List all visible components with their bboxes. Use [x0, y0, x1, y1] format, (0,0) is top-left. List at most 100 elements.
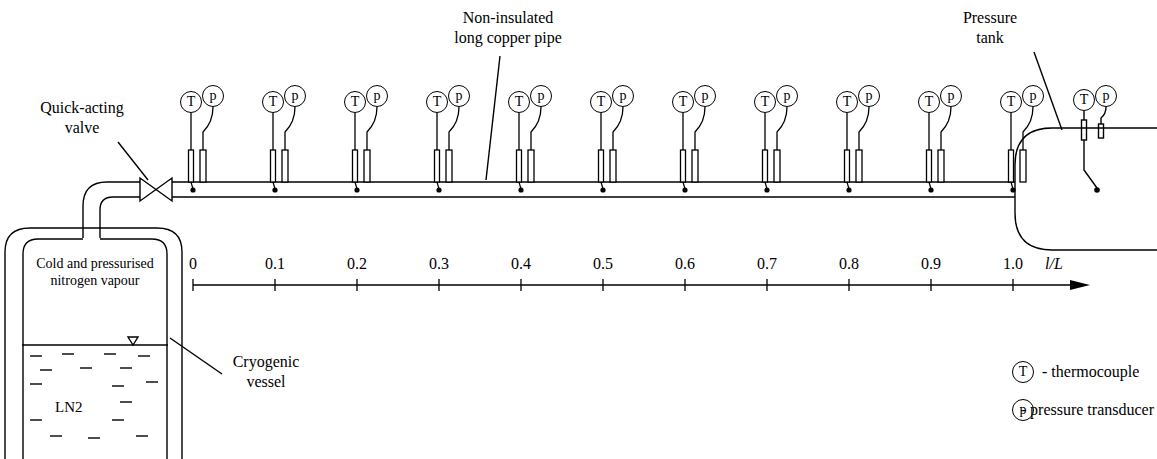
thermocouple-stem — [682, 113, 683, 150]
thermocouple-stem — [435, 150, 440, 182]
drawing-strokes — [5, 52, 1157, 459]
sensor-dot — [1094, 187, 1100, 193]
liquid-dashes — [138, 355, 150, 356]
level-mark — [128, 337, 138, 345]
sensor-letter: p — [456, 89, 463, 103]
thermocouple-stem — [764, 113, 765, 150]
scale-tick — [930, 279, 931, 291]
sensor-circle: T — [508, 91, 530, 113]
liquid-dashes — [40, 369, 52, 370]
thermocouple-stem — [189, 150, 194, 182]
sensor-stem — [1083, 111, 1084, 120]
transducer-stem — [777, 107, 787, 150]
thermocouple-stem — [272, 113, 273, 150]
scale-tick — [766, 279, 767, 291]
copper-pipe — [172, 196, 1015, 197]
sensor-circle: p — [448, 85, 470, 107]
liquid-dashes — [80, 367, 92, 368]
cryogenic-vessel: Cold and pressurised nitrogen vapourLN2 — [22, 238, 168, 459]
sensor-dot — [682, 187, 687, 192]
sensor-letter: p — [784, 89, 791, 103]
sensor-dot — [928, 187, 933, 192]
scale-value: 0 — [189, 254, 197, 274]
valve-symbol — [140, 178, 172, 201]
sensor-circle: T — [672, 91, 694, 113]
sensor-circle: T — [1000, 91, 1022, 113]
thermocouple-stem — [190, 113, 191, 150]
feed-pipe — [100, 197, 140, 238]
scale-value: 0.3 — [429, 254, 449, 274]
leader-line — [486, 56, 500, 180]
thermocouple-stem — [846, 113, 847, 150]
axis-arrowhead — [1070, 280, 1090, 290]
sensor-letter: T — [433, 95, 442, 109]
scale-axis — [193, 284, 1078, 285]
scale-tick — [520, 279, 521, 291]
sensor-letter: p — [538, 89, 545, 103]
thermocouple-stem — [518, 113, 519, 150]
transducer-stem — [692, 150, 698, 182]
thermocouple-stem — [354, 113, 355, 150]
transducer-stem — [938, 150, 944, 182]
scale-value: 0.2 — [347, 254, 367, 274]
scale-value: 0.9 — [921, 254, 941, 274]
sensor-letter: p — [702, 89, 709, 103]
transducer-stem — [528, 150, 534, 182]
sensor-letter: T — [679, 95, 688, 109]
part-name: Non-insulated long copper pipe — [449, 8, 567, 48]
liquid-dashes — [146, 381, 158, 382]
thermocouple-stem — [1010, 113, 1011, 150]
liquid-dashes — [136, 435, 148, 436]
sensor-circle: T — [590, 91, 612, 113]
transducer-stem — [941, 107, 951, 150]
vessel-outline — [22, 238, 168, 459]
sensor-letter: p — [620, 89, 627, 103]
feed-pipe — [83, 182, 140, 238]
sensor-stem — [1084, 140, 1097, 188]
sensor-circle: T — [180, 91, 202, 113]
sensor-circle: p — [858, 85, 880, 107]
sensor-stem — [1099, 124, 1104, 138]
sensor-letter: p — [210, 89, 217, 103]
sensor-circle: T — [754, 91, 776, 113]
sensor-circle: p — [940, 85, 962, 107]
scale-value: 0.5 — [593, 254, 613, 274]
liquid-dashes — [104, 353, 116, 354]
sensor-letter: T — [761, 95, 770, 109]
sensor-dot — [436, 187, 441, 192]
liquid-dashes — [62, 353, 74, 354]
sensor-letter: p — [292, 89, 299, 103]
scale-tick — [438, 279, 439, 291]
legend-text: - pressure transducer — [1021, 400, 1154, 420]
transducer-stem — [1020, 150, 1026, 182]
thermocouple-stem — [353, 150, 358, 182]
sensor-circle: T — [1073, 89, 1095, 111]
pressure-tank — [1015, 128, 1157, 250]
transducer-stem — [774, 150, 780, 182]
scale-value: 0.1 — [265, 254, 285, 274]
transducer-stem — [285, 107, 295, 150]
transducer-stem — [610, 150, 616, 182]
liquid-dashes — [50, 435, 62, 436]
transducer-stem — [367, 107, 377, 150]
liquid-dashes — [30, 383, 42, 384]
scale-tick — [274, 279, 275, 291]
part-name: Pressure tank — [954, 8, 1026, 48]
sensor-letter: p — [1030, 89, 1037, 103]
sensor-stem — [1082, 120, 1087, 140]
transducer-stem — [446, 150, 452, 182]
liquid-dashes — [112, 419, 124, 420]
liquid-dashes — [88, 437, 100, 438]
sensor-repeats — [189, 107, 1034, 291]
transducer-stem — [203, 107, 213, 150]
sensor-circle: T — [918, 91, 940, 113]
transducer-stem — [1023, 107, 1033, 150]
sensor-letter: T — [1007, 95, 1016, 109]
sensor-letter: p — [866, 89, 873, 103]
sensor-dot — [190, 187, 195, 192]
sensor-dot — [518, 187, 523, 192]
sensor-letter: T — [351, 95, 360, 109]
sensor-circle: T — [836, 91, 858, 113]
sensor-letter: T — [597, 95, 606, 109]
scale-tick — [356, 279, 357, 291]
